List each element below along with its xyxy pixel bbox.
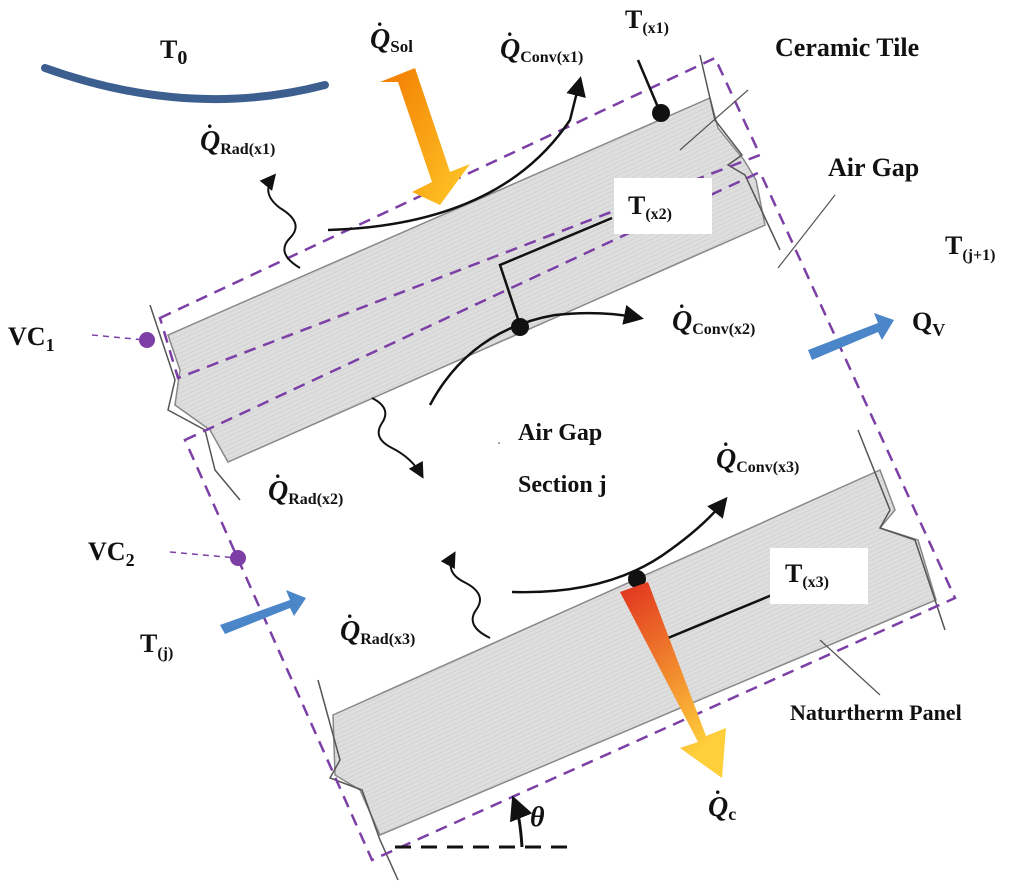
rad-x3-arrow	[440, 551, 491, 639]
t-j-label: T(j)	[140, 629, 173, 662]
q-sol-label: QSol	[370, 24, 413, 56]
tx3-label-box	[770, 548, 868, 604]
air-gap-leader	[777, 194, 836, 269]
t-x2-label: T(x2)	[628, 191, 672, 223]
q-conv-x1-dot: .	[507, 16, 513, 41]
t-x3-label: T(x3)	[785, 559, 829, 591]
vc1-leader	[91, 334, 146, 341]
q-conv-x2-label: QConv(x2)	[672, 306, 755, 338]
tx2-label-box	[614, 178, 712, 234]
q-rad-x1-dot: .	[207, 108, 213, 133]
q-v-label: QV	[912, 307, 945, 340]
q-rad-x3-label: QRad(x3)	[340, 616, 415, 648]
theta-arc	[509, 795, 533, 848]
solar-gain-arrow	[380, 68, 470, 205]
vc1-dot	[139, 332, 155, 348]
ceramic-tile-label: Ceramic Tile	[775, 33, 919, 62]
t-j1-label: T(j+1)	[945, 231, 995, 264]
tx1-node	[652, 104, 670, 122]
naturtherm-panel-body	[332, 468, 937, 836]
rad-x2-arrow	[371, 397, 424, 479]
conv-x2-arrow	[428, 305, 644, 406]
q-rad-x3-dot: .	[347, 598, 353, 623]
section-j-label: Section j	[518, 472, 607, 498]
break-line	[857, 429, 946, 631]
q-rad-x2-dot: .	[275, 458, 281, 483]
naturtherm-panel-label: Naturtherm Panel	[790, 700, 962, 725]
air-gap-top-label: Air Gap	[828, 153, 919, 182]
break-line	[699, 54, 781, 251]
conduction-arrow	[620, 582, 726, 778]
sky-arc	[41, 64, 329, 104]
break-line	[317, 679, 399, 881]
tx1-leader	[636, 59, 662, 113]
q-c-label: Qc	[708, 792, 736, 824]
vc2-label: VC2	[88, 537, 135, 570]
q-conv-x2-dot: .	[679, 288, 685, 313]
t0-label: T0	[160, 35, 187, 69]
tx2-leader	[498, 216, 613, 326]
vc2-dot	[230, 550, 246, 566]
conv-x1-arrow	[327, 76, 586, 232]
air-gap-center-label: Air Gap	[518, 420, 602, 446]
vc2-leader	[169, 551, 238, 559]
q-rad-x1-label: QRad(x1)	[200, 126, 275, 158]
vc1-label: VC1	[8, 322, 55, 355]
q-conv-x1-label: QConv(x1)	[500, 34, 583, 66]
q-conv-x3-label: QConv(x3)	[716, 444, 799, 476]
vc2-boundary	[183, 170, 957, 862]
q-rad-x2-label: QRad(x2)	[268, 476, 343, 508]
tx3-node	[628, 570, 646, 588]
outflow-arrow	[808, 313, 894, 360]
theta-label: θ	[530, 802, 545, 833]
q-c-dot: .	[715, 774, 721, 799]
vc1-boundary	[158, 56, 762, 380]
q-sol-dot: .	[377, 6, 383, 31]
naturtherm-leader	[819, 639, 881, 696]
conv-x3-arrow	[511, 496, 728, 594]
inflow-arrow	[220, 590, 306, 634]
break-line	[149, 304, 241, 501]
q-conv-x3-dot: .	[723, 426, 729, 451]
t-x1-label: T(x1)	[625, 5, 669, 37]
ceramic-tile-leader	[679, 89, 749, 151]
rad-x1-arrow	[259, 173, 301, 269]
